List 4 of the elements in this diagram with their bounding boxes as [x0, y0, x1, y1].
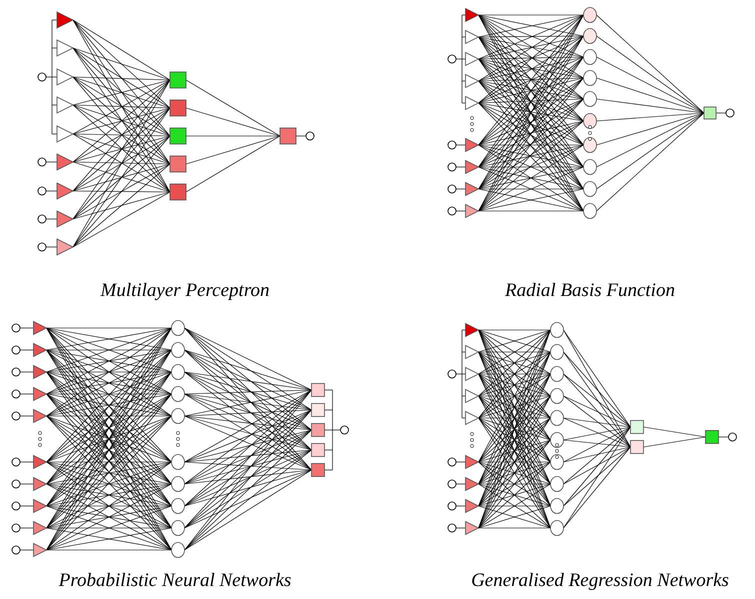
figure-caption: Generalised Regression Networks — [471, 570, 729, 592]
figure-caption: Radial Basis Function — [505, 280, 675, 302]
figure-caption: Probabilistic Neural Networks — [58, 570, 292, 592]
figure-caption: Multilayer Perceptron — [100, 280, 270, 302]
